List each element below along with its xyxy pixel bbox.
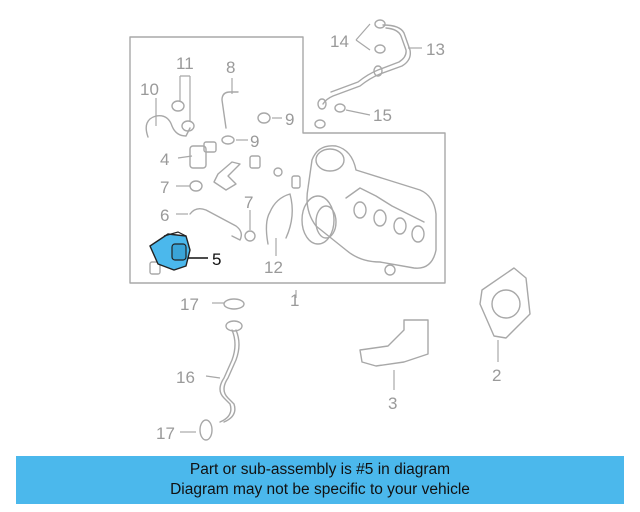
pipe-part-16 xyxy=(219,320,243,423)
callout-16: 16 xyxy=(176,368,195,387)
clamp-part-11 xyxy=(171,100,195,132)
oil-feed-pipe-part xyxy=(317,19,412,110)
bracket-part-3 xyxy=(359,319,429,367)
pipe-part-12 xyxy=(265,193,293,245)
callout-1: 1 xyxy=(290,291,299,310)
leader-lines xyxy=(155,23,499,433)
callout-13: 13 xyxy=(426,40,445,59)
callout-6: 6 xyxy=(160,206,169,225)
banner-line-part-number: Part or sub-assembly is #5 in diagram xyxy=(189,461,451,478)
gasket-part-2 xyxy=(479,267,531,339)
turbocharger-manifold-part xyxy=(301,145,437,276)
gasket-parts-17 xyxy=(199,298,245,441)
callout-5: 5 xyxy=(212,250,221,269)
callout-4: 4 xyxy=(160,150,169,169)
valve-part-4 xyxy=(189,141,217,169)
callout-8: 8 xyxy=(226,58,235,77)
callout-7-right: 7 xyxy=(244,193,253,212)
callout-7-left: 7 xyxy=(160,178,169,197)
callout-17-lower: 17 xyxy=(156,424,175,443)
hose-part-8 xyxy=(221,91,239,129)
bracket-part xyxy=(213,161,241,191)
bolt-parts xyxy=(149,155,301,275)
assembly-outline xyxy=(129,36,446,284)
callout-14: 14 xyxy=(330,32,349,51)
hose-part-10 xyxy=(145,115,191,138)
callout-11: 11 xyxy=(176,54,194,73)
parts-diagram: 1 2 3 4 5 6 7 7 8 9 9 10 11 12 13 14 15 … xyxy=(129,19,531,443)
part-5-highlighted xyxy=(149,231,191,271)
callout-12: 12 xyxy=(264,258,283,277)
callout-9-lower: 9 xyxy=(250,132,259,151)
washer-part xyxy=(314,103,346,129)
callout-3: 3 xyxy=(388,394,397,413)
callout-15: 15 xyxy=(373,106,392,125)
callout-9-upper: 9 xyxy=(285,110,294,129)
callout-10: 10 xyxy=(140,80,159,99)
banner-line-disclaimer: Diagram may not be specific to your vehi… xyxy=(170,481,470,498)
info-banner: Part or sub-assembly is #5 in diagram Di… xyxy=(16,456,624,504)
clip-part-9 xyxy=(221,112,271,145)
callout-2: 2 xyxy=(492,366,501,385)
hose-part-6 xyxy=(189,207,243,241)
callout-17-upper: 17 xyxy=(180,295,199,314)
